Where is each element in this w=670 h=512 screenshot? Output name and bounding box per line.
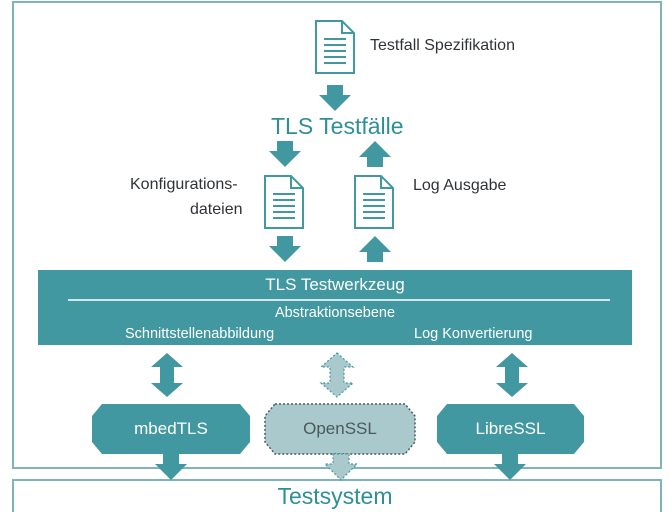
arrow-down-icon <box>155 454 187 480</box>
log-output-label: Log Ausgabe <box>413 177 507 194</box>
arrow-down-icon <box>323 453 359 481</box>
interface-mapping-label: Schnittstellenabbildung <box>125 326 275 342</box>
testsystem-frame <box>12 479 662 512</box>
arrow-down-icon <box>269 236 301 262</box>
mbedtls-node <box>92 404 250 454</box>
arrow-down-icon <box>319 85 351 111</box>
config-label-line1: Konfigurations- <box>130 176 238 193</box>
double-arrow-icon <box>496 353 528 397</box>
document-icon <box>354 175 394 229</box>
testwerkzeug-bar <box>38 270 632 345</box>
openssl-node <box>264 403 416 455</box>
log-conversion-label: Log Konvertierung <box>414 326 533 342</box>
document-icon <box>264 175 304 229</box>
libressl-label: LibreSSL <box>475 419 546 438</box>
double-arrow-icon <box>151 353 183 397</box>
tool-title: TLS Testwerkzeug <box>265 275 405 294</box>
arrow-down-icon <box>269 141 301 167</box>
abstraction-label: Abstraktionsebene <box>274 305 396 321</box>
document-icon <box>315 20 355 74</box>
libressl-node <box>437 404 584 454</box>
spec-label: Testfall Spezifikation <box>370 37 515 54</box>
config-label-line2: dateien <box>190 201 243 218</box>
arrow-down-icon <box>494 454 526 480</box>
arrow-up-icon <box>359 141 391 167</box>
openssl-label: OpenSSL <box>303 419 377 438</box>
testsystem-title: Testsystem <box>277 483 393 509</box>
mbedtls-label: mbedTLS <box>134 419 208 438</box>
arrow-up-icon <box>359 236 391 262</box>
testcases-title: TLS Testfälle <box>271 113 404 139</box>
double-arrow-icon <box>319 352 355 398</box>
